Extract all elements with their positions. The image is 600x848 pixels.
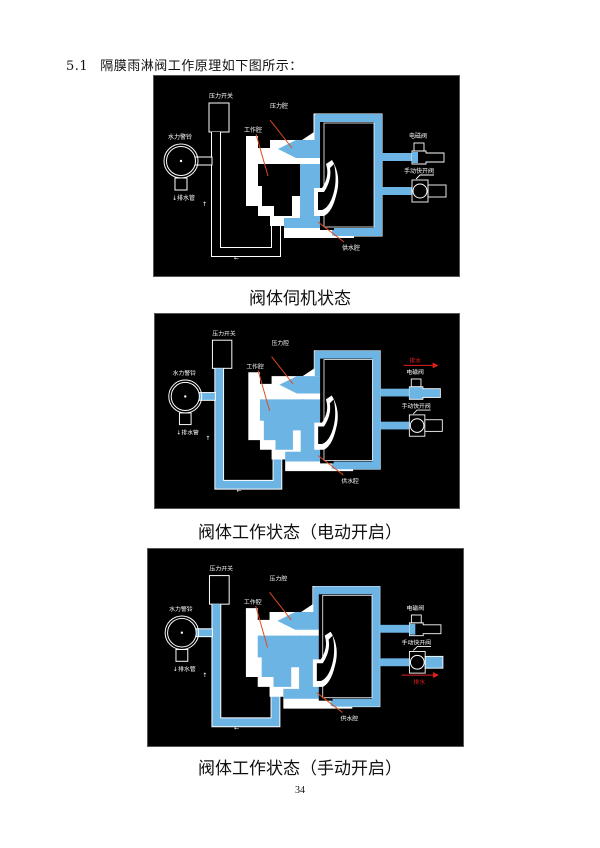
diagram-standby: 压力开关压力腔工作腔水力警铃 ↓排水管 ↑ ← 电磁阀手动快开阀供水腔	[153, 75, 460, 277]
working-chamber	[258, 164, 304, 216]
section-title: 隔膜雨淋阀工作原理如下图所示：	[100, 59, 303, 74]
svg-text:压力开关: 压力开关	[209, 92, 233, 100]
svg-text:↓排水管: ↓排水管	[177, 428, 199, 436]
caption-manual-open: 阀体工作状态（手动开启）	[198, 759, 402, 779]
svg-text:电磁阀: 电磁阀	[406, 604, 424, 612]
svg-text:↑: ↑	[202, 201, 207, 208]
caption-standby: 阀体伺机状态	[249, 289, 351, 309]
svg-text:手动快开阀: 手动快开阀	[402, 402, 431, 410]
svg-text:压力开关: 压力开关	[212, 329, 235, 337]
section-heading: 5.1 隔膜雨淋阀工作原理如下图所示：	[66, 55, 303, 74]
water-alarm-bell-icon	[164, 615, 200, 662]
svg-text:电磁阀: 电磁阀	[409, 132, 427, 140]
svg-text:压力开关: 压力开关	[209, 565, 233, 573]
svg-text:←: ←	[234, 726, 239, 732]
diagram-manual-open: 压力开关压力腔工作腔水力警铃 ↓排水管 ↑ ← 电磁阀手动快开阀供水腔 排水	[147, 548, 464, 747]
svg-text:↓排水管: ↓排水管	[172, 194, 195, 202]
svg-text:供水腔: 供水腔	[340, 714, 358, 722]
svg-text:水力警铃: 水力警铃	[168, 133, 192, 141]
svg-text:电磁阀: 电磁阀	[406, 368, 424, 376]
manual-valve-icon	[411, 174, 447, 203]
svg-text:压力腔: 压力腔	[272, 339, 290, 347]
manual-valve-icon	[408, 409, 443, 437]
svg-text:排水: 排水	[413, 678, 425, 686]
svg-text:工作腔: 工作腔	[244, 598, 262, 606]
caption-electric-open: 阀体工作状态（电动开启）	[198, 523, 402, 543]
section-number: 5.1	[66, 59, 89, 74]
solenoid-valve-icon	[411, 142, 445, 165]
solenoid-valve-icon	[408, 378, 441, 400]
svg-text:↓排水管: ↓排水管	[173, 665, 196, 673]
svg-text:工作腔: 工作腔	[246, 362, 264, 370]
svg-text:手动快开阀: 手动快开阀	[404, 167, 434, 175]
svg-text:排水: 排水	[409, 357, 421, 365]
svg-text:水力警铃: 水力警铃	[173, 369, 196, 377]
svg-text:↑: ↑	[203, 672, 208, 679]
page-number: 34	[295, 785, 305, 796]
water-alarm-bell-icon	[163, 143, 199, 191]
svg-text:压力腔: 压力腔	[270, 575, 288, 583]
svg-text:↑: ↑	[206, 435, 211, 442]
working-chamber	[257, 635, 304, 687]
solenoid-valve-icon	[408, 614, 442, 637]
svg-text:水力警铃: 水力警铃	[169, 605, 193, 613]
svg-text:工作腔: 工作腔	[244, 126, 262, 134]
svg-text:压力腔: 压力腔	[270, 102, 288, 110]
svg-text:供水腔: 供水腔	[342, 244, 360, 252]
working-chamber	[259, 399, 305, 450]
svg-text:←: ←	[237, 488, 242, 494]
water-alarm-bell-icon	[168, 379, 203, 426]
diagram-electric-open: 压力开关压力腔工作腔水力警铃 ↓排水管 ↑ ← 电磁阀手动快开阀供水腔 排水	[154, 313, 460, 509]
svg-text:←: ←	[234, 255, 239, 262]
manual-valve-icon	[408, 646, 444, 674]
svg-text:供水腔: 供水腔	[341, 477, 359, 485]
svg-text:手动快开阀: 手动快开阀	[402, 639, 432, 647]
